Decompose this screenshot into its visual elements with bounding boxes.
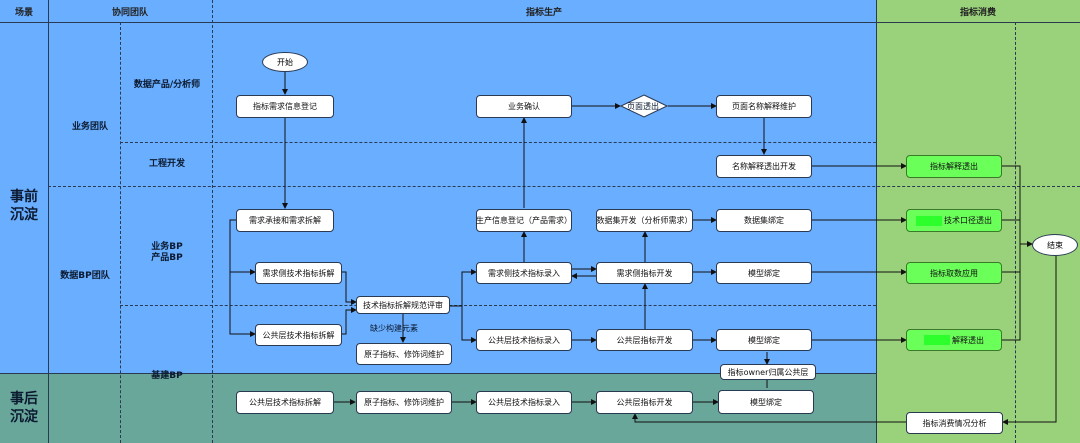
row-divider-4 bbox=[0, 373, 876, 374]
model-bind-node-1[interactable]: 模型绑定 bbox=[716, 262, 812, 284]
tech-expose-node[interactable]: 技术口径透出 bbox=[906, 209, 1002, 232]
page-expose-diamond[interactable] bbox=[620, 94, 668, 118]
lane-infra-bp: 基建BP bbox=[151, 371, 183, 381]
lack-elements-label: 缺少构建元素 bbox=[370, 324, 418, 333]
prod-reg-node[interactable]: 生产信息登记（产品需求） bbox=[476, 209, 572, 232]
row-divider-1 bbox=[120, 142, 876, 143]
consume-analysis-node[interactable]: 指标消费情况分析 bbox=[906, 412, 1003, 434]
post-model-node[interactable]: 模型绑定 bbox=[718, 390, 814, 414]
req-accept-node[interactable]: 需求承接和需求拆解 bbox=[236, 209, 334, 232]
model-bind-node-2[interactable]: 模型绑定 bbox=[716, 329, 812, 351]
lane-business-team: 业务团队 bbox=[71, 122, 108, 132]
dataset-bind-node[interactable]: 数据集绑定 bbox=[716, 209, 812, 232]
row-divider-2 bbox=[48, 186, 1080, 187]
business-confirm-node[interactable]: 业务确认 bbox=[476, 95, 572, 118]
page-name-node[interactable]: 页面名称解释维护 bbox=[716, 95, 812, 118]
pub-dev-node[interactable]: 公共层指标开发 bbox=[596, 329, 693, 351]
lane-data-bp-team: 数据BP团队 bbox=[60, 271, 110, 281]
post-entry-node[interactable]: 公共层技术指标录入 bbox=[476, 391, 572, 414]
header-divider bbox=[0, 22, 1080, 23]
post-split-node[interactable]: 公共层技术指标拆解 bbox=[236, 391, 334, 414]
col-divider-1 bbox=[48, 0, 49, 443]
col-divider-4 bbox=[876, 0, 877, 443]
header-team: 协同团队 bbox=[111, 7, 148, 18]
pub-entry-node[interactable]: 公共层技术指标录入 bbox=[476, 329, 572, 351]
col-divider-5 bbox=[1015, 22, 1016, 443]
post-atom-node[interactable]: 原子指标、修饰词维护 bbox=[356, 391, 452, 414]
header-production: 指标生产 bbox=[525, 7, 562, 18]
header-consumption: 指标消费 bbox=[959, 7, 996, 18]
req-split-node[interactable]: 需求侧技术指标拆解 bbox=[255, 262, 342, 284]
col-divider-3 bbox=[212, 0, 213, 443]
atom-mod-node[interactable]: 原子指标、修饰词维护 bbox=[356, 343, 452, 365]
name-dev-node[interactable]: 名称解释透出开发 bbox=[716, 155, 812, 178]
pub-split-node[interactable]: 公共层技术指标拆解 bbox=[255, 324, 342, 346]
lane-post: 事后 沉淀 bbox=[0, 390, 48, 426]
redacted-block bbox=[916, 215, 942, 226]
metric-registration-node[interactable]: 指标需求信息登记 bbox=[236, 95, 334, 118]
metric-expose-node[interactable]: 指标解释透出 bbox=[906, 155, 1002, 178]
fetch-app-node[interactable]: 指标取数应用 bbox=[906, 262, 1002, 284]
start-node[interactable]: 开始 bbox=[262, 52, 308, 72]
lane-data-analyst: 数据产品/分析师 bbox=[133, 80, 201, 90]
lane-engineering: 工程开发 bbox=[148, 159, 185, 169]
owner-node[interactable]: 指标owner归属公共层 bbox=[720, 364, 816, 380]
spec-review-node[interactable]: 技术指标拆解规范评审 bbox=[356, 296, 450, 314]
lane-pre-text: 事前 沉淀 bbox=[10, 189, 38, 223]
lane-business-bp: 业务BP 产品BP bbox=[151, 242, 183, 263]
col-divider-2 bbox=[120, 22, 121, 443]
page-expose-label: 页面透出 bbox=[627, 102, 659, 111]
post-dev-node[interactable]: 公共层指标开发 bbox=[596, 391, 693, 414]
redacted-block-2 bbox=[924, 335, 950, 345]
end-node[interactable]: 结束 bbox=[1032, 234, 1078, 256]
header-scene: 场景 bbox=[14, 7, 33, 18]
lane-pre: 事前 沉淀 bbox=[0, 188, 48, 224]
lane-post-text: 事后 沉淀 bbox=[10, 391, 38, 425]
explain-expose-node[interactable]: 解释透出 bbox=[906, 329, 1002, 351]
req-dev-node[interactable]: 需求侧指标开发 bbox=[596, 262, 693, 284]
dataset-dev-node[interactable]: 数据集开发（分析师需求） bbox=[596, 209, 693, 232]
explain-expose-label: 解释透出 bbox=[952, 335, 984, 345]
req-entry-node[interactable]: 需求侧技术指标录入 bbox=[476, 262, 572, 284]
row-divider-3 bbox=[120, 305, 876, 306]
tech-expose-label: 技术口径透出 bbox=[944, 216, 992, 225]
